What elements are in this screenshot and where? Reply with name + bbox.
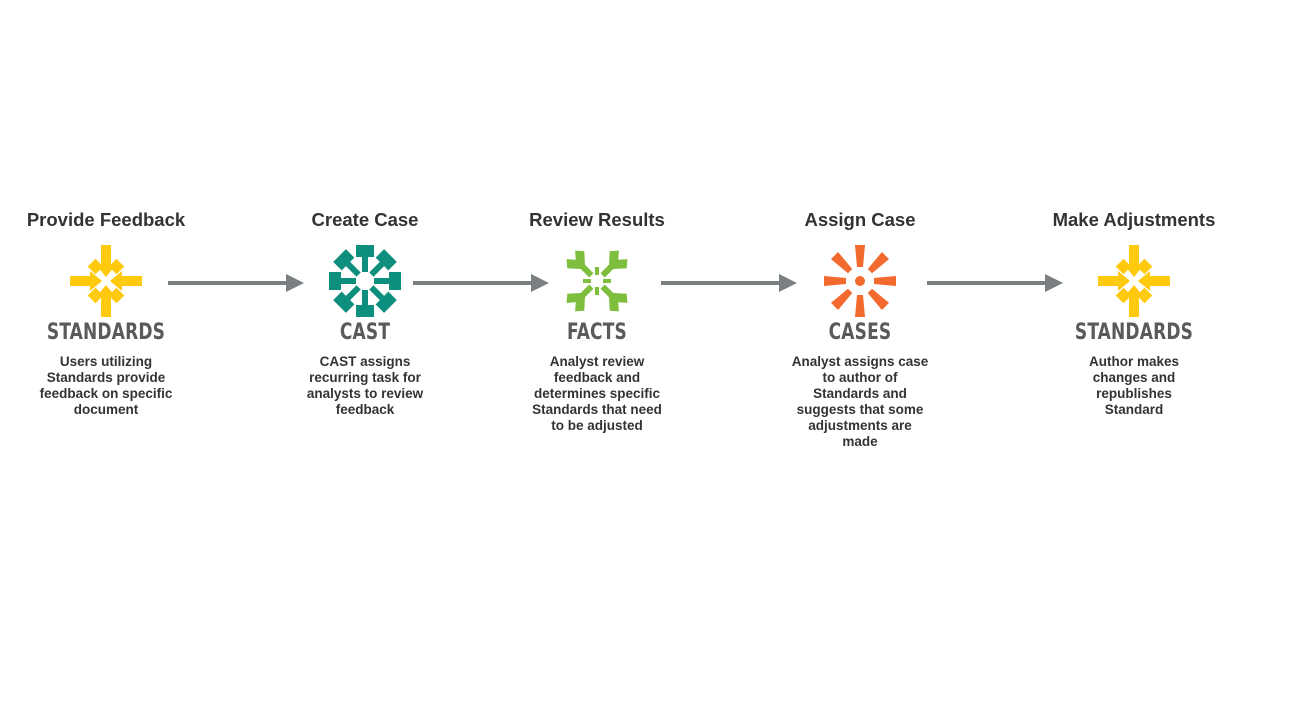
step-make-adjustments: Make Adjustments STANDARDS Author makes …	[1034, 208, 1234, 418]
brand-label: CASES	[828, 320, 892, 345]
arrow-right-icon	[168, 274, 304, 292]
arrow-right-icon	[661, 274, 797, 292]
step-description: Analyst assigns case to author of Standa…	[791, 354, 929, 449]
step-description: Author makes changes and republishes Sta…	[1088, 354, 1180, 417]
arrow-right-icon	[413, 274, 549, 292]
brand-label: STANDARDS	[46, 320, 166, 345]
cast-icon	[329, 245, 401, 317]
cases-icon	[824, 245, 896, 317]
brand-label: STANDARDS	[1074, 320, 1194, 345]
brand-label: FACTS	[567, 320, 627, 345]
step-title: Assign Case	[804, 209, 916, 230]
step-title: Provide Feedback	[26, 209, 186, 230]
step-description: CAST assigns recurring task for analysts…	[306, 354, 424, 417]
arrow-right-icon	[927, 274, 1063, 292]
step-title: Make Adjustments	[1052, 209, 1216, 230]
brand-label: CAST	[339, 320, 391, 345]
step-create-case: Create Case CAST CAST assigns recurring …	[265, 208, 465, 418]
step-provide-feedback: Provide Feedback STANDARDS Users utilizi…	[6, 208, 206, 418]
step-assign-case: Assign Case CASES Analyst assigns case t…	[760, 208, 960, 450]
step-review-results: Review Results FACTS Analyst review feed…	[497, 208, 697, 434]
standards-icon	[1098, 245, 1170, 317]
standards-icon	[70, 245, 142, 317]
step-title: Create Case	[311, 209, 419, 230]
step-title: Review Results	[529, 209, 665, 230]
step-description: Analyst review feedback and determines s…	[532, 354, 662, 433]
step-description: Users utilizing Standards provide feedba…	[39, 354, 173, 417]
facts-icon	[566, 250, 628, 312]
